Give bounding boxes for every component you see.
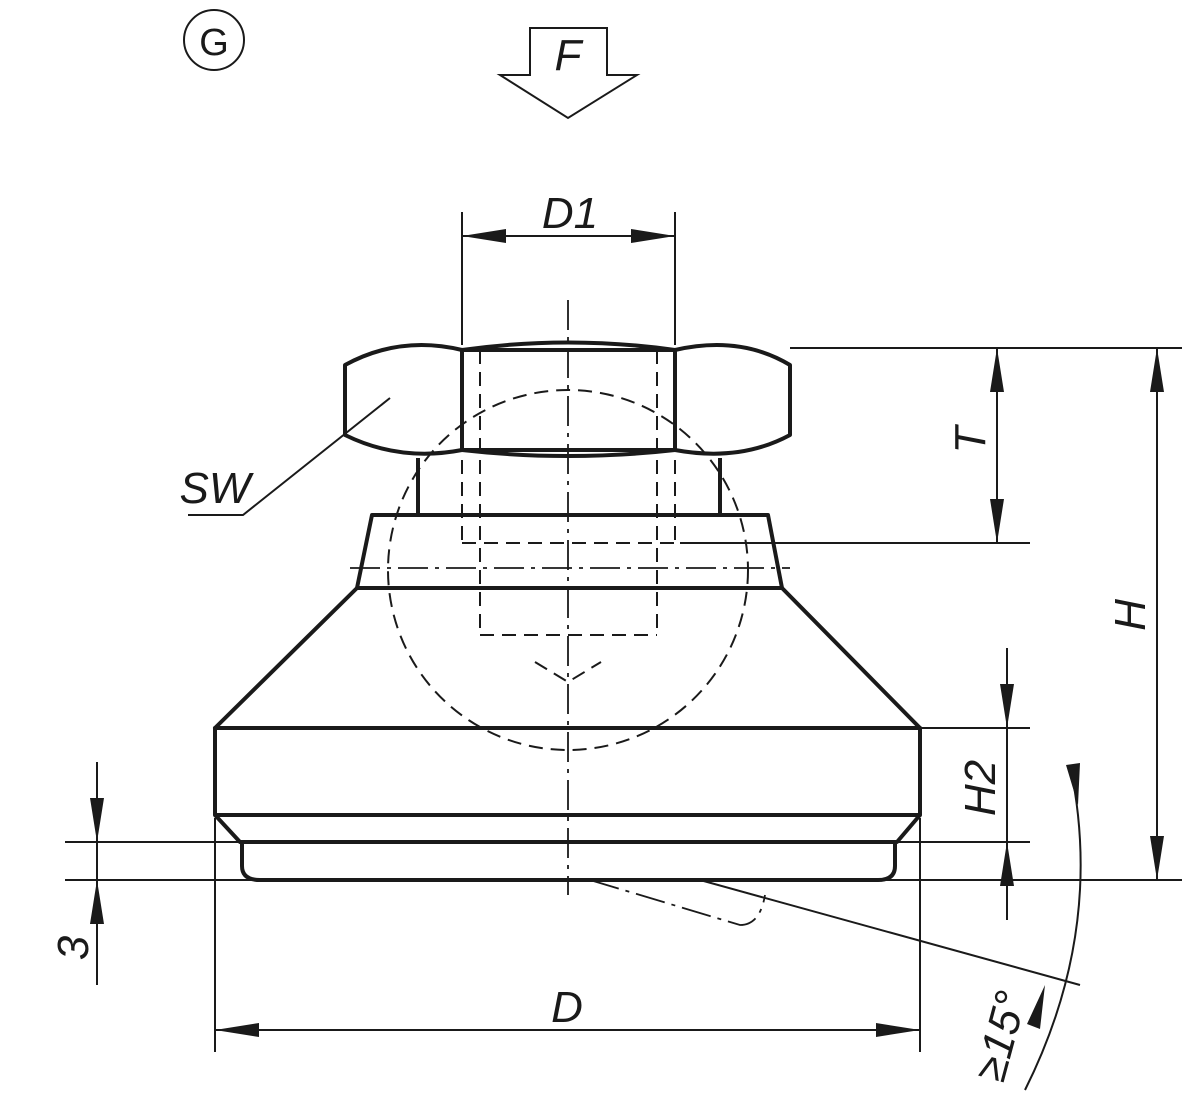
angle-label: ≥15° — [966, 986, 1037, 1086]
dimension-angle: ≥15° — [699, 763, 1082, 1091]
3-label: 3 — [49, 935, 98, 960]
hex-nut — [343, 340, 792, 515]
t-label: T — [946, 423, 995, 453]
foot-body — [213, 513, 922, 926]
view-label: G — [199, 22, 229, 64]
ball-joint-hidden — [387, 389, 749, 751]
dimension-d: D — [214, 818, 921, 1052]
force-arrow-icon: F — [496, 27, 641, 120]
d-label: D — [551, 983, 583, 1032]
view-marker: G — [183, 9, 245, 71]
dimension-h2: H2 — [956, 648, 1014, 920]
dimension-3: 3 — [49, 762, 104, 985]
force-label: F — [555, 31, 584, 80]
dimension-t: T — [680, 347, 1182, 544]
dimension-h: H — [1106, 348, 1164, 880]
sw-label: SW — [180, 464, 254, 513]
dimension-d1: D1 — [461, 189, 676, 345]
d1-label: D1 — [542, 189, 598, 238]
dimension-sw: SW — [180, 397, 391, 516]
h2-label: H2 — [956, 760, 1005, 816]
h-label: H — [1106, 599, 1155, 631]
